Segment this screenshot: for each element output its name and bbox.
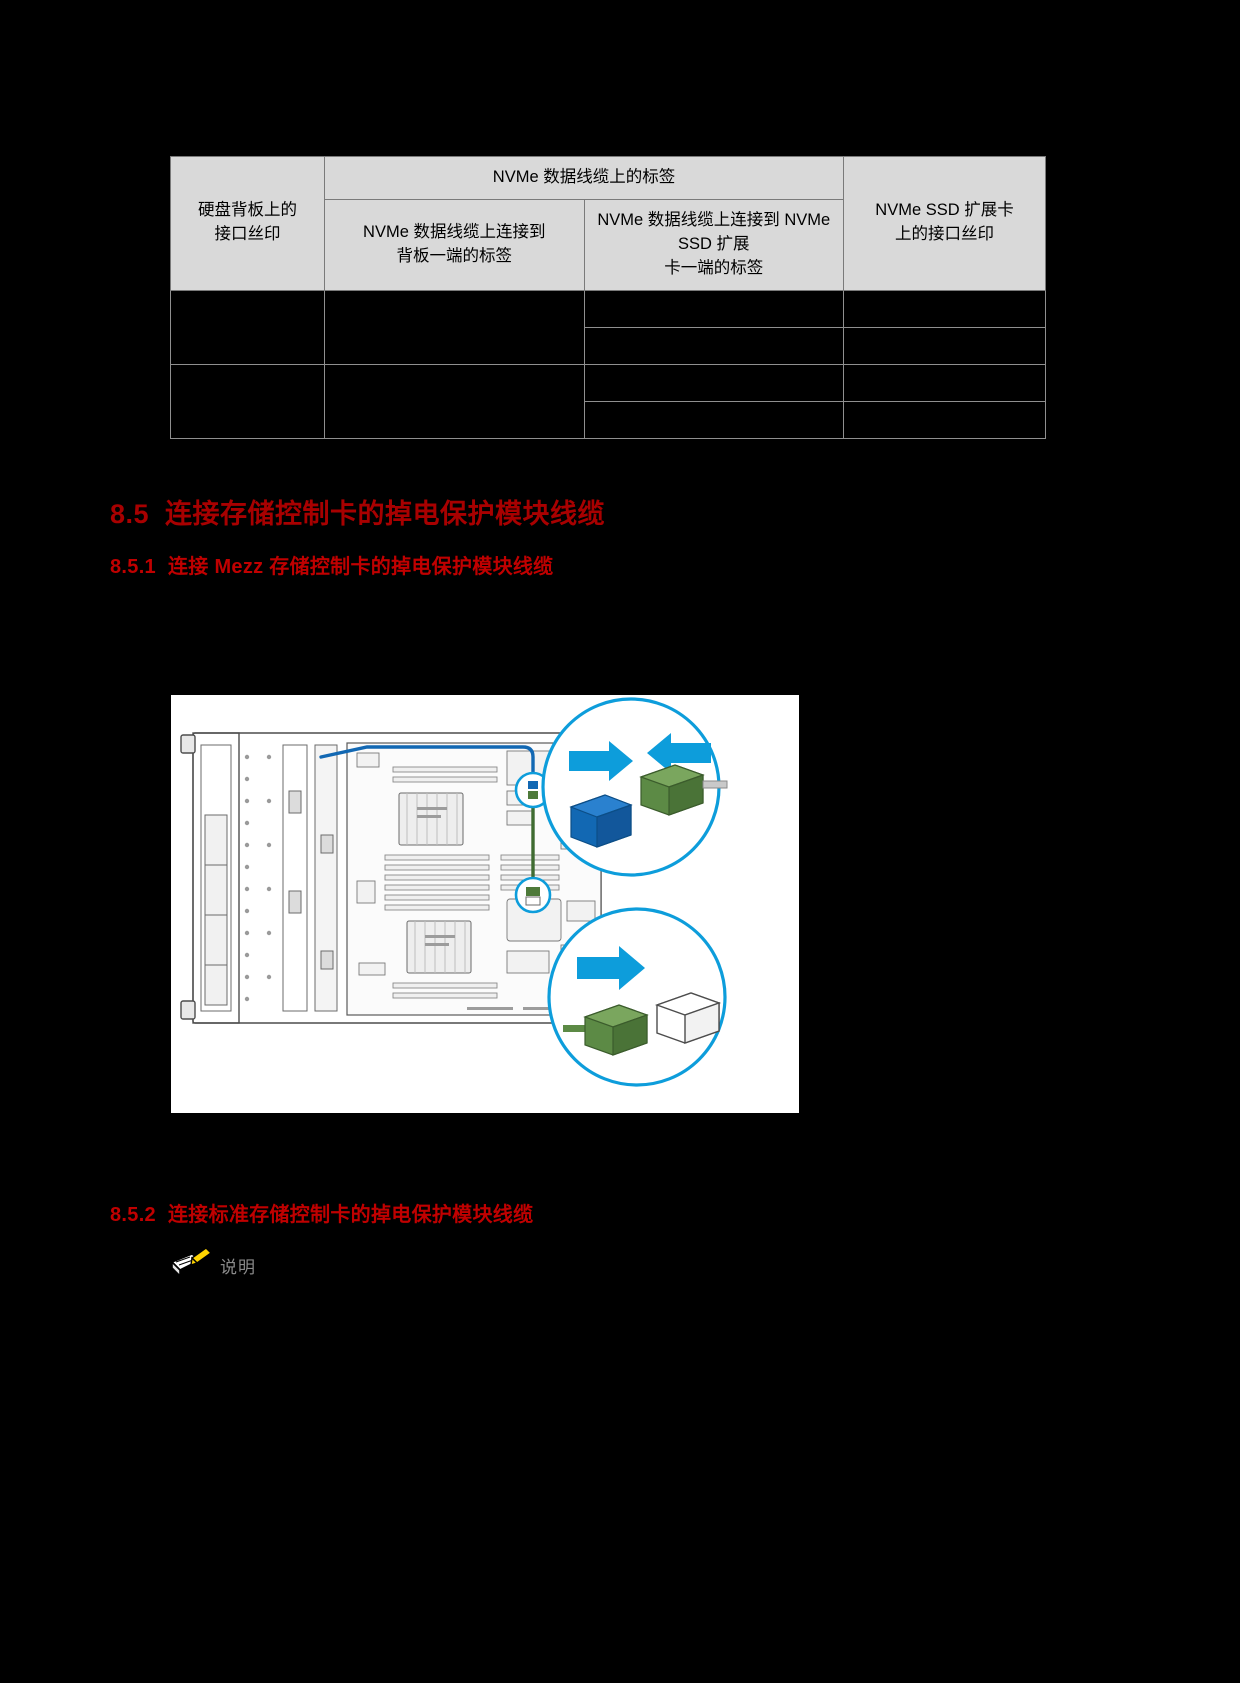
- cpu-heatsink-2: [406, 920, 472, 974]
- chassis-midplane: [282, 744, 338, 1012]
- header-line-2: 上的接口丝印: [895, 225, 994, 244]
- table-row: [170, 363, 1046, 439]
- table-cell-backplane-end-label: [324, 363, 585, 439]
- table-header-cell-backplane-silkscreen: 硬盘背板上的 接口丝印: [170, 156, 325, 291]
- table-header-row-2: NVMe 数据线缆上连接到 背板一端的标签 NVMe 数据线缆上连接到 NVMe…: [171, 198, 1046, 291]
- header-line-1: 硬盘背板上的: [198, 201, 297, 220]
- callout-bubble-lower: [547, 907, 727, 1087]
- arrow-right-blue: [569, 741, 633, 781]
- table-row: [171, 400, 1046, 439]
- section-number: 8.5.2: [110, 1204, 156, 1226]
- table-cell-ssd-end-label: [583, 363, 844, 402]
- table-header: 硬盘背板上的 接口丝印 NVMe 数据线缆上的标签 NVMe SSD 扩展卡 上…: [170, 156, 1046, 291]
- table-header-row-1: 硬盘背板上的 接口丝印 NVMe 数据线缆上的标签 NVMe SSD 扩展卡 上…: [170, 156, 1046, 291]
- dimm-slots: [384, 766, 560, 999]
- table-cell-ssd-end-label: [583, 400, 844, 439]
- chassis-vent-holes: [244, 754, 272, 1002]
- note-pencil-icon: [170, 1247, 213, 1282]
- table-cell-backplane-silkscreen: [170, 289, 325, 365]
- table-row: [170, 289, 1046, 365]
- table-cell-expansion-silkscreen: [843, 363, 1046, 402]
- connector-green-3d-lower: [563, 1004, 649, 1056]
- section-title: 连接存储控制卡的掉电保护模块线缆: [165, 499, 606, 530]
- note-block: 说明: [170, 1247, 256, 1282]
- connector-lower-callout-marker: [514, 876, 552, 914]
- header-line-2: 背板一端的标签: [396, 246, 513, 265]
- table-header-cell-ssd-card-end-label: NVMe 数据线缆上连接到 NVMe SSD 扩展 卡一端的标签: [583, 198, 844, 291]
- supercap-cable-blue: [319, 745, 535, 783]
- table-header-cell-cable-label-group: NVMe 数据线缆上的标签: [324, 156, 844, 200]
- connector-white-3d-lower: [654, 992, 722, 1044]
- header-line-2: 接口丝印: [214, 225, 281, 244]
- drive-bay-area: [200, 744, 232, 1012]
- section-title: 连接标准存储控制卡的掉电保护模块线缆: [167, 1204, 534, 1226]
- header-line-2: 卡一端的标签: [664, 258, 764, 277]
- header-line-1: NVMe SSD 扩展卡: [875, 201, 1014, 220]
- callout-bubble-upper: [541, 697, 728, 877]
- table-cell-expansion-silkscreen: [843, 289, 1046, 328]
- figure-svg: [171, 695, 799, 1113]
- section-number: 8.5.1: [110, 556, 156, 578]
- arrow-left-blue: [647, 733, 711, 773]
- connector-green-3d: [639, 764, 728, 816]
- table-header-cell-expansion-card-silkscreen: NVMe SSD 扩展卡 上的接口丝印: [843, 156, 1046, 291]
- table-cell-backplane-end-label: [324, 289, 585, 365]
- table-body: [170, 289, 1046, 439]
- cpu-heatsink-1: [398, 792, 464, 846]
- section-heading-8-5: 8.5 连接存储控制卡的掉电保护模块线缆: [110, 492, 605, 531]
- section-number: 8.5: [110, 499, 150, 530]
- arrow-right-blue-lower: [577, 946, 645, 990]
- table-row: [171, 326, 1046, 365]
- table-cell-expansion-silkscreen: [843, 400, 1046, 439]
- table-cell-backplane-silkscreen: [170, 363, 325, 439]
- connector-blue-3d: [569, 794, 633, 848]
- section-heading-8-5-1: 8.5.1 连接 Mezz 存储控制卡的掉电保护模块线缆: [110, 550, 553, 579]
- table-cell-ssd-end-label: [583, 326, 844, 365]
- mezz-supercap-cable-routing-diagram: [171, 695, 799, 1113]
- table-header-cell-backplane-end-label: NVMe 数据线缆上连接到 背板一端的标签: [324, 198, 585, 291]
- header-line-1: NVMe 数据线缆上连接到 NVMe SSD 扩展: [597, 210, 831, 253]
- board-chip-labels: [417, 807, 555, 1010]
- section-title: 连接 Mezz 存储控制卡的掉电保护模块线缆: [167, 556, 554, 578]
- table-cell-expansion-silkscreen: [843, 326, 1046, 365]
- table-cell-ssd-end-label: [583, 289, 844, 328]
- section-heading-8-5-2: 8.5.2 连接标准存储控制卡的掉电保护模块线缆: [110, 1198, 533, 1227]
- note-label: 说明: [220, 1257, 256, 1277]
- header-line-1: NVMe 数据线缆上连接到: [363, 222, 546, 241]
- nvme-cable-label-table: 硬盘背板上的 接口丝印 NVMe 数据线缆上的标签 NVMe SSD 扩展卡 上…: [170, 156, 1046, 439]
